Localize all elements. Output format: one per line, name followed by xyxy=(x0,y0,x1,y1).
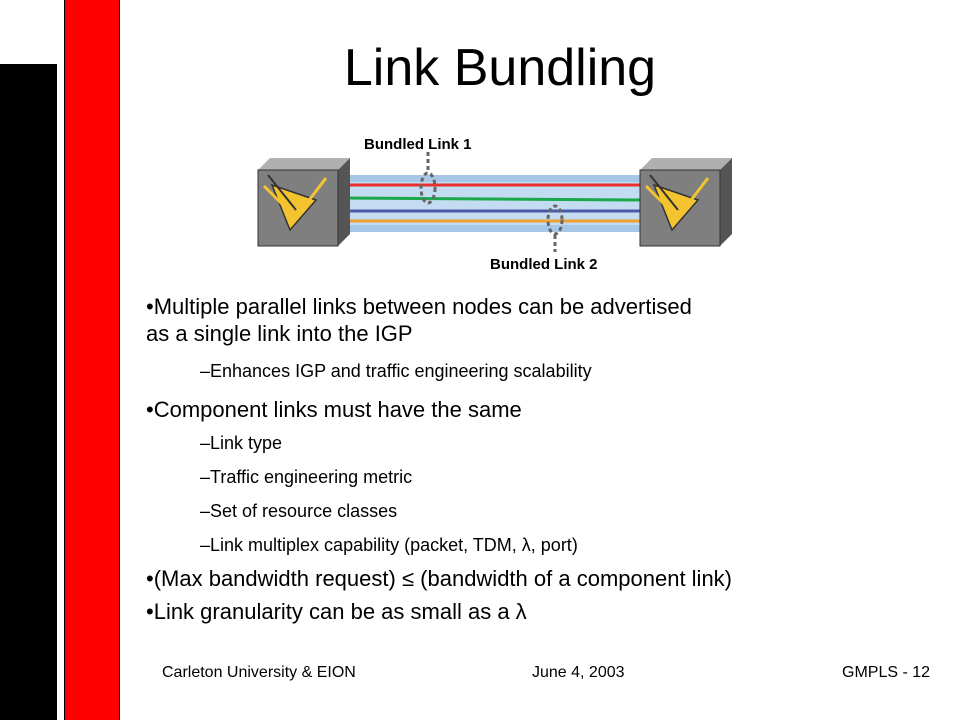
left-red-bar xyxy=(64,0,120,720)
bundled-link-2-marker xyxy=(546,204,564,236)
bullet-multiple-parallel-links-cont: as a single link into the IGP xyxy=(146,321,413,346)
left-router-node xyxy=(257,158,350,247)
left-black-bar xyxy=(0,64,57,720)
component-bandwidth-text: (bandwidth of a component link) xyxy=(420,566,733,591)
footer-date: June 4, 2003 xyxy=(532,664,625,681)
sub-bullet-scalability: –Enhances IGP and traffic engineering sc… xyxy=(200,361,592,381)
footer-slide-number: GMPLS - 12 xyxy=(842,664,931,681)
bullet-link-granularity: •Link granularity can be as small as a λ xyxy=(146,599,527,624)
slide-title: Link Bundling xyxy=(343,39,657,97)
max-bandwidth-text: •(Max bandwidth request) xyxy=(146,566,396,591)
bullet-component-links: •Component links must have the same xyxy=(146,397,522,422)
sub-bullet-link-type: –Link type xyxy=(200,433,283,453)
sub-bullet-multiplex-capability: –Link multiplex capability (packet, TDM,… xyxy=(200,535,578,555)
footer-organization: Carleton University & EION xyxy=(162,664,356,681)
bundled-link-1-label: Bundled Link 1 xyxy=(364,136,472,153)
component-link-green xyxy=(344,196,646,202)
bundled-link-1-marker xyxy=(419,171,437,205)
bullet-list: •Multiple parallel links between nodes c… xyxy=(146,293,946,625)
sub-bullet-resource-classes: –Set of resource classes xyxy=(200,501,398,521)
link-bundling-diagram: Bundled Link 1 Bundled Link 2 xyxy=(257,136,732,273)
right-router-node xyxy=(639,158,732,247)
bundled-link-2-label: Bundled Link 2 xyxy=(490,256,598,273)
less-equal-symbol: ≤ xyxy=(401,566,415,591)
bullet-multiple-parallel-links: •Multiple parallel links between nodes c… xyxy=(146,294,692,319)
bullet-max-bandwidth: •(Max bandwidth request) ≤ (bandwidth of… xyxy=(146,565,946,592)
sub-bullet-te-metric: –Traffic engineering metric xyxy=(200,467,413,487)
